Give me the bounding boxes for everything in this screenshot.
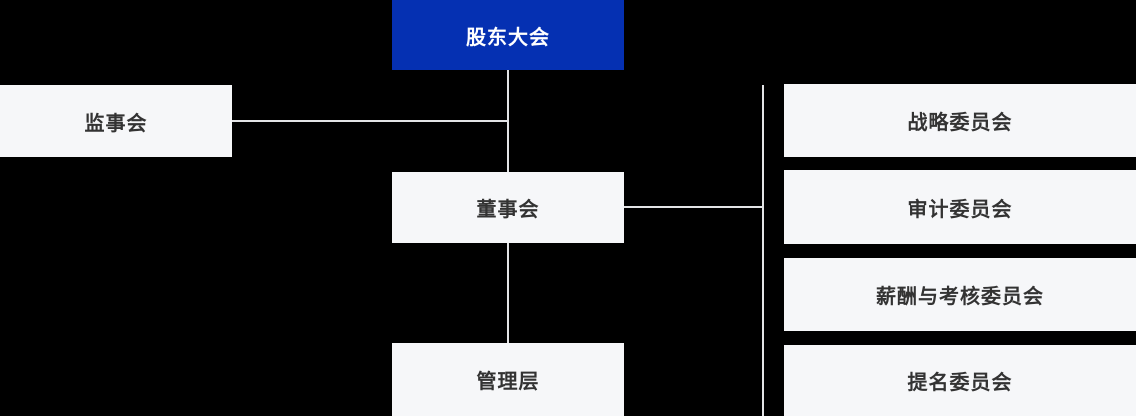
- node-remuneration-assessment-committee-label: 薪酬与考核委员会: [876, 284, 1044, 308]
- node-audit-committee: 审计委员会: [784, 170, 1136, 244]
- node-strategy-committee: 战略委员会: [784, 84, 1136, 157]
- node-supervisory-board: 监事会: [0, 85, 232, 157]
- node-shareholders-meeting: 股东大会: [392, 0, 624, 70]
- node-strategy-committee-label: 战略委员会: [907, 110, 1013, 134]
- node-board-of-directors-label: 董事会: [476, 197, 540, 221]
- connector-board-to-committee-rail: [624, 206, 763, 208]
- connector-board-to-management: [507, 243, 509, 343]
- node-management-label: 管理层: [476, 369, 540, 393]
- node-remuneration-assessment-committee: 薪酬与考核委员会: [784, 258, 1136, 331]
- node-shareholders-meeting-label: 股东大会: [466, 24, 550, 49]
- node-nomination-committee-label: 提名委员会: [907, 370, 1013, 394]
- committee-rail-line: [762, 85, 764, 416]
- node-audit-committee-label: 审计委员会: [907, 196, 1013, 221]
- node-management: 管理层: [392, 343, 624, 416]
- connector-supervisory-to-spine: [232, 120, 509, 122]
- node-nomination-committee: 提名委员会: [784, 345, 1136, 416]
- node-supervisory-board-label: 监事会: [84, 110, 148, 135]
- node-board-of-directors: 董事会: [392, 172, 624, 243]
